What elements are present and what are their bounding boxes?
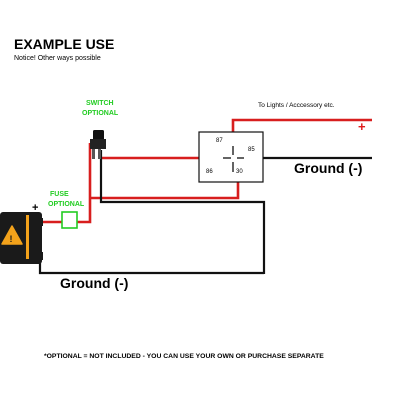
relay-pin-87: 87 [216, 138, 223, 144]
fuse-icon [61, 211, 78, 229]
diagram-subtitle: Notice! Other ways possible [14, 55, 101, 62]
fuse-to-junction-wire [77, 198, 92, 224]
switch-label-line2: OPTIONAL [82, 110, 119, 117]
warning-triangle-icon: ! [1, 225, 23, 245]
accessory-plus-sign: + [358, 119, 366, 134]
battery-ground-wire [38, 260, 264, 275]
ground-wires [38, 150, 372, 275]
diagram-title: EXAMPLE USE [14, 36, 114, 52]
relay-pin-86: 86 [206, 169, 213, 175]
fuse-label-line2: OPTIONAL [48, 201, 85, 208]
relay-icon [198, 131, 264, 183]
ground-label-right: Ground (-) [294, 160, 362, 176]
svg-text:!: ! [10, 234, 13, 244]
toggle-switch-icon [90, 130, 106, 159]
battery-icon: ! [0, 212, 43, 264]
battery-plus-sign: + [32, 202, 38, 214]
ground-label-bottom: Ground (-) [60, 275, 128, 291]
junction-to-relay-30-wire [90, 178, 240, 200]
switch-label-line1: SWITCH [86, 100, 114, 107]
fuse-label-line1: FUSE [50, 191, 69, 198]
switch-ground-wire [99, 150, 266, 274]
optional-footnote: *OPTIONAL = NOT INCLUDED - YOU CAN USE Y… [44, 353, 324, 360]
relay-pin-30: 30 [236, 169, 243, 175]
relay-pin-85: 85 [248, 147, 255, 153]
lights-accessory-label: To Lights / Acccessory etc. [258, 102, 335, 109]
